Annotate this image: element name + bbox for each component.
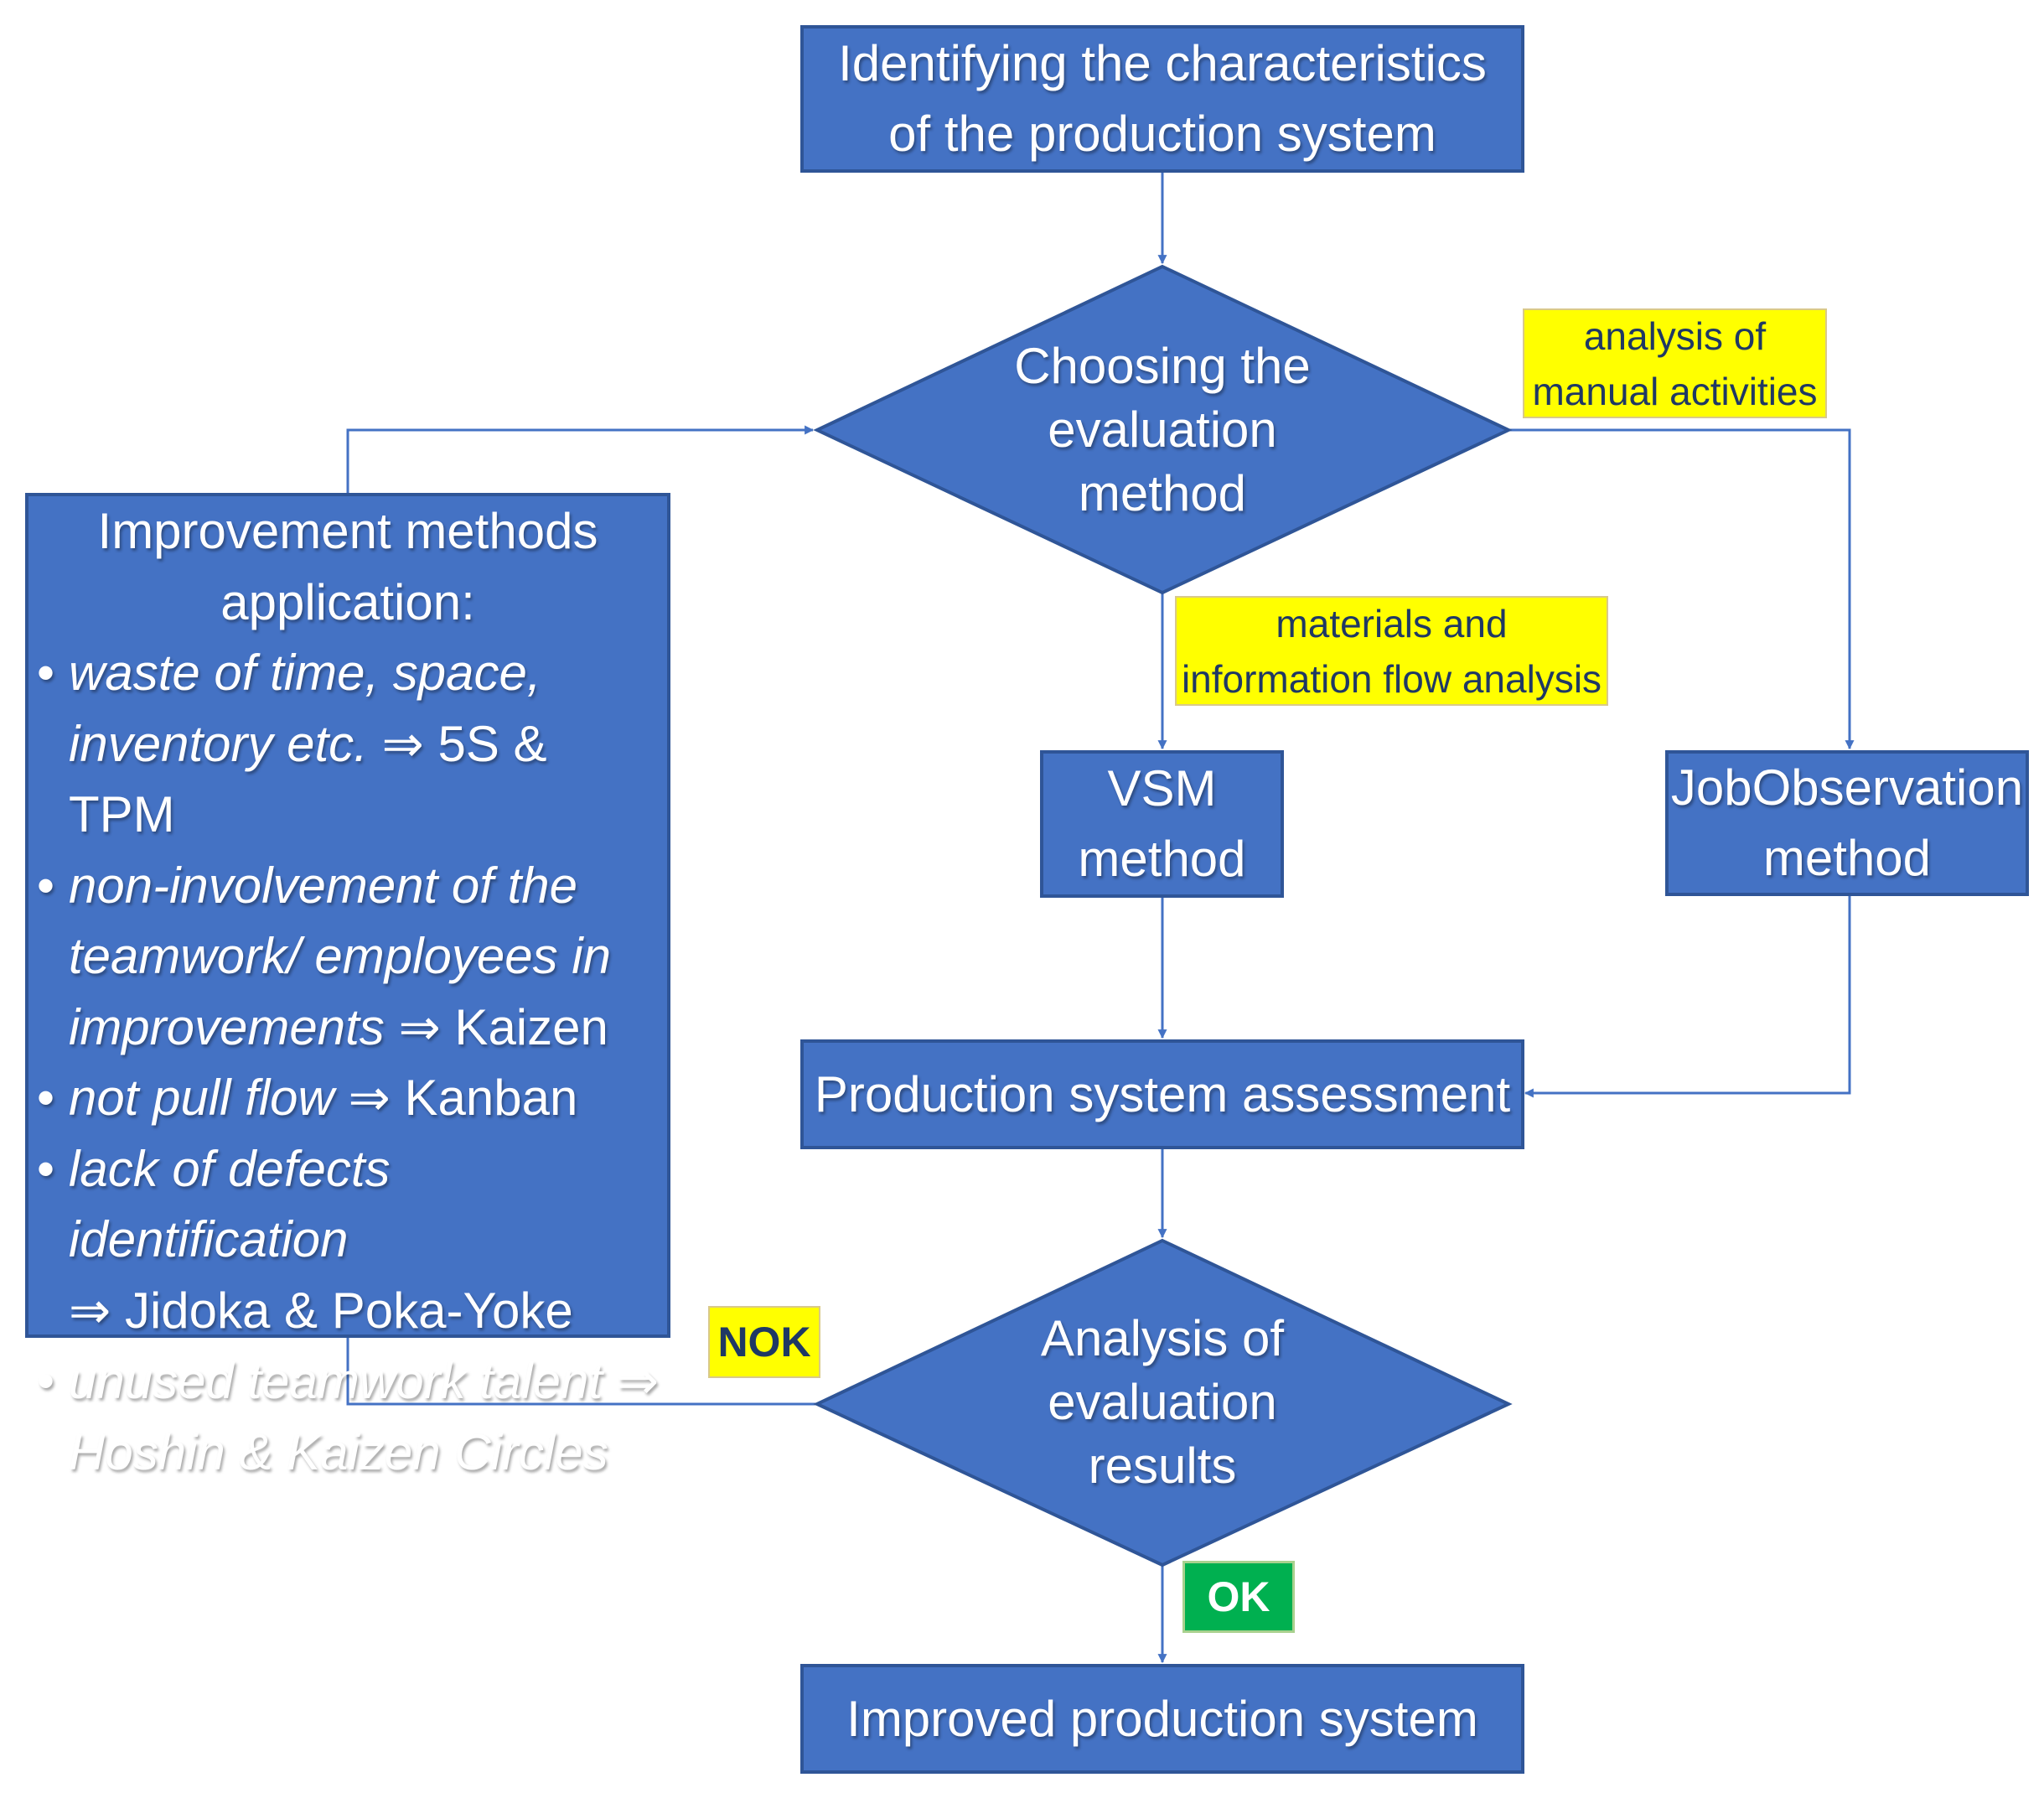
improvement-problem-text: waste of time, space, <box>69 645 541 701</box>
vsm-line-1: VSM <box>1107 760 1217 816</box>
ok-badge: OK <box>1182 1561 1295 1633</box>
improvement-problem-text: improvements <box>69 998 385 1055</box>
manual-activities-note: analysis of manual activities <box>1523 308 1827 418</box>
connector-choose-to-job <box>1508 428 1855 750</box>
improvement-problem-text: inventory etc. <box>69 715 368 772</box>
improvement-problem-text: lack of defects identification <box>69 1140 391 1268</box>
choose-line-2: evaluation <box>1048 402 1277 458</box>
improvement-title-line-1: Improvement methods <box>97 503 598 559</box>
improvement-item: not pull flow ⇒ Kanban <box>35 1063 660 1134</box>
improvement-methods-box: Improvement methods application: waste o… <box>25 493 670 1480</box>
improvement-method-text: Kanban <box>404 1070 578 1126</box>
improvement-item-line: improvements ⇒ Kaizen <box>69 992 660 1064</box>
implies-arrow-icon: ⇒ <box>69 1282 111 1339</box>
implies-arrow-icon: ⇒ <box>398 998 441 1055</box>
improvement-item-line: teamwork/ employees in <box>69 921 660 992</box>
analysis-results-text: Analysis of evaluation results <box>947 1303 1378 1501</box>
improvement-item-line: not pull flow ⇒ Kanban <box>69 1063 660 1134</box>
identify-characteristics-box: Identifying the characteristics of the p… <box>800 25 1524 173</box>
job-line-2: method <box>1762 830 1932 886</box>
implies-arrow-icon: ⇒ <box>381 715 424 772</box>
improvement-list: waste of time, space, inventory etc. ⇒ 5S… <box>35 638 660 1488</box>
assessment-label: Production system assessment <box>814 1065 1511 1122</box>
implies-arrow-icon: ⇒ <box>616 1353 659 1409</box>
choose-method-text: Choosing the evaluation method <box>947 331 1378 529</box>
production-system-assessment-box: Production system assessment <box>800 1039 1524 1149</box>
improvement-problem-text: not pull flow <box>69 1070 334 1126</box>
improvement-item-line: inventory etc. ⇒ 5S & TPM <box>69 709 660 851</box>
improved-label: Improved production system <box>846 1690 1478 1747</box>
improvement-method-text: Jidoka & Poka-Yoke <box>124 1282 573 1339</box>
improvement-problem-text: Hoshin & Kaizen Circles <box>69 1423 608 1480</box>
improvement-title-line-2: application: <box>220 573 475 630</box>
implies-arrow-icon: ⇒ <box>348 1070 391 1126</box>
connector-improvement-to-choose <box>346 425 815 493</box>
improvement-item: non-involvement of the teamwork/ employee… <box>35 851 660 1064</box>
flow-note-line-1: materials and <box>1276 601 1508 645</box>
identify-line-2: of the production system <box>888 106 1436 162</box>
improvement-item: unused teamwork talent ⇒Hoshin & Kaizen … <box>35 1346 660 1488</box>
analysis-line-1: Analysis of <box>1040 1310 1285 1366</box>
choose-line-1: Choosing the <box>1014 338 1311 394</box>
choose-line-3: method <box>1078 465 1247 521</box>
improvement-problem-text: non-involvement of the <box>69 857 578 914</box>
job-observation-method-box: JobObservation method <box>1665 750 2029 896</box>
improvement-problem-text: teamwork/ employees in <box>69 928 611 984</box>
improvement-item-line: waste of time, space, <box>69 638 660 709</box>
improvement-item-line: ⇒ Jidoka & Poka-Yoke <box>69 1276 660 1347</box>
identify-line-1: Identifying the characteristics <box>838 35 1487 91</box>
manual-note-line-2: manual activities <box>1532 369 1818 413</box>
choose-method-diamond <box>813 264 1513 595</box>
analysis-line-2: evaluation <box>1048 1374 1277 1430</box>
improvement-item-line: unused teamwork talent ⇒ <box>69 1346 660 1417</box>
improvement-method-text: Kaizen <box>454 998 608 1055</box>
improvement-item-line: non-involvement of the <box>69 851 660 922</box>
improvement-item-line: Hoshin & Kaizen Circles <box>69 1417 660 1489</box>
vsm-line-2: method <box>1078 831 1246 887</box>
improved-production-system-box: Improved production system <box>800 1664 1524 1774</box>
vsm-method-box: VSM method <box>1040 750 1284 898</box>
improvement-item-line: lack of defects identification <box>69 1134 660 1276</box>
analysis-line-3: results <box>1088 1438 1237 1494</box>
improvement-item: waste of time, space, inventory etc. ⇒ 5S… <box>35 638 660 851</box>
improvement-problem-text: unused teamwork talent <box>69 1353 603 1409</box>
flow-note-line-2: information flow analysis <box>1181 656 1602 701</box>
job-line-1: JobObservation <box>1670 759 2024 816</box>
manual-note-line-1: analysis of <box>1583 314 1767 358</box>
materials-flow-note: materials and information flow analysis <box>1175 596 1608 706</box>
improvement-item: lack of defects identification ⇒ Jidoka &… <box>35 1134 660 1347</box>
analysis-results-diamond <box>813 1238 1513 1568</box>
connector-job-to-assessment <box>1524 896 1851 1098</box>
improvement-method-text: 5S & TPM <box>69 715 547 843</box>
nok-badge: NOK <box>708 1306 820 1378</box>
